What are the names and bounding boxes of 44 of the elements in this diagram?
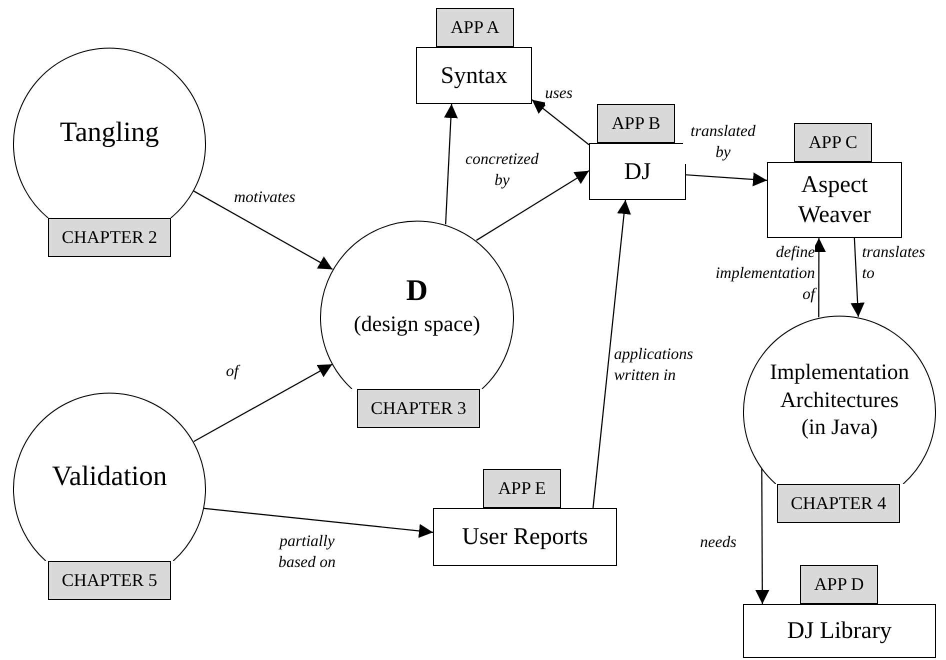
component-box <box>589 143 686 200</box>
arrow <box>686 172 768 186</box>
node-title: APP E <box>498 477 546 500</box>
arrow <box>755 468 770 604</box>
chapter-tag <box>357 389 480 428</box>
node-title: Aspect Weaver <box>797 171 872 230</box>
component-box <box>767 162 902 238</box>
node-title: Syntax <box>440 62 508 90</box>
arrow <box>204 508 434 538</box>
node-title: CHAPTER 2 <box>62 226 158 249</box>
arrow <box>476 170 590 241</box>
arrow <box>444 104 458 224</box>
node-title: User Reports <box>462 523 588 552</box>
chapter-tag <box>48 561 171 600</box>
component-box <box>743 604 936 658</box>
chapter-tag <box>597 104 675 143</box>
component-box <box>416 47 532 104</box>
arrow <box>193 190 333 270</box>
node-title: APP D <box>814 573 864 596</box>
arrow <box>850 238 865 317</box>
node-title: CHAPTER 3 <box>370 397 466 420</box>
chapter-tag <box>794 123 872 162</box>
node-title: APP A <box>450 16 500 39</box>
node-title: APP C <box>808 131 858 154</box>
chapter-tag <box>483 469 561 508</box>
chapter-tag <box>800 565 878 604</box>
node-title: CHAPTER 4 <box>790 492 886 515</box>
arrow <box>592 200 631 508</box>
arrow <box>532 99 590 146</box>
node-subtitle: (in Java) <box>801 413 878 441</box>
chapter-tag <box>777 484 900 523</box>
node-title: Implementation Architectures <box>768 358 910 414</box>
component-box <box>433 508 617 566</box>
node-title: APP B <box>612 112 660 135</box>
node-title: DJ <box>624 158 651 186</box>
node-title: DJ Library <box>787 617 892 646</box>
node-title: Validation <box>52 460 168 494</box>
node-subtitle: (design space) <box>354 310 480 337</box>
node-title: D <box>406 273 428 309</box>
chapter-tag <box>436 8 514 47</box>
arrow <box>193 364 333 442</box>
node-title: CHAPTER 5 <box>62 569 158 592</box>
chapter-tag <box>48 218 171 257</box>
node-title: Tangling <box>60 116 160 150</box>
